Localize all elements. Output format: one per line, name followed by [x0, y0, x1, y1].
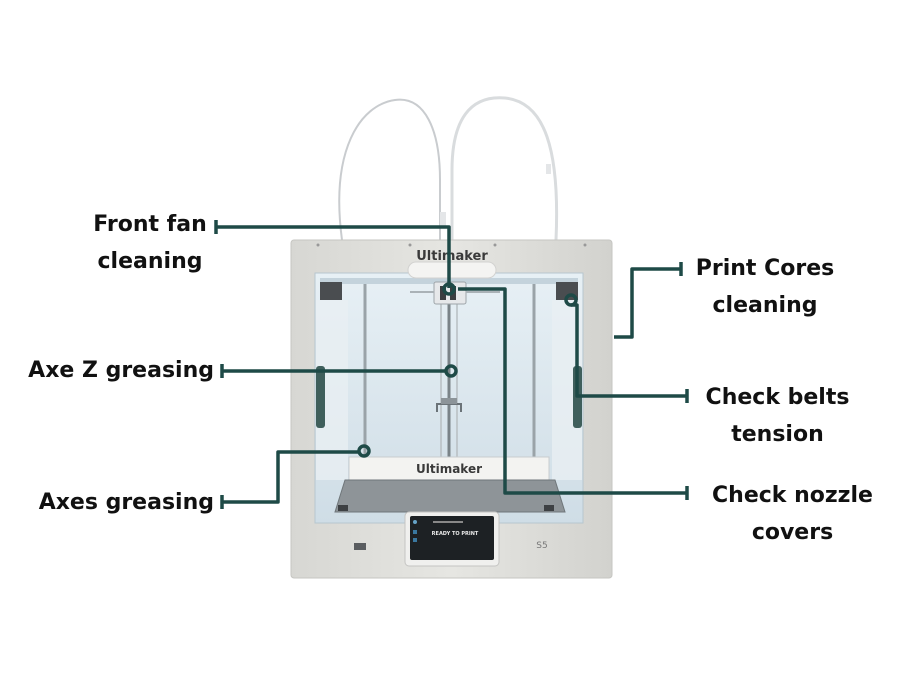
filament-tube-left [338, 98, 441, 270]
leader-nozzle-covers [458, 287, 687, 495]
build-plate [334, 479, 566, 513]
callout-check-belts-tension: Check belts tension [695, 379, 860, 453]
callout-text: cleaning [97, 249, 203, 274]
callout-check-nozzle-covers: Check nozzle covers [700, 477, 885, 551]
door-handle-left [316, 366, 325, 428]
callout-text: Check nozzle [712, 483, 873, 508]
callout-print-cores-cleaning: Print Cores cleaning [690, 250, 840, 324]
callout-text: cleaning [712, 293, 818, 318]
model-badge: S5 [536, 541, 547, 551]
callout-text: Axes greasing [38, 490, 214, 515]
callout-text: Check belts [705, 385, 850, 410]
callout-text: Front fan [93, 212, 207, 237]
brand-logo-bed: Ultimaker [416, 462, 482, 476]
callout-text: Axe Z greasing [28, 358, 214, 383]
touchscreen [410, 516, 494, 560]
callout-text: Print Cores [695, 256, 835, 281]
top-brand-plate [407, 261, 497, 279]
screen-status: READY TO PRINT [432, 531, 479, 537]
leader-lines [214, 220, 689, 509]
leader-axes [222, 450, 360, 504]
brand-logo-top: Ultimaker [416, 249, 488, 264]
leader-front-fan [216, 225, 451, 288]
callout-text: tension [731, 422, 824, 447]
build-bed-front [348, 456, 550, 484]
filament-tube-right [450, 96, 559, 270]
leader-print-cores [614, 267, 681, 339]
callout-text: covers [751, 520, 834, 545]
callout-axes-greasing: Axes greasing [8, 484, 214, 521]
callout-front-fan-cleaning: Front fan cleaning [85, 206, 215, 280]
callout-axe-z-greasing: Axe Z greasing [8, 352, 214, 389]
